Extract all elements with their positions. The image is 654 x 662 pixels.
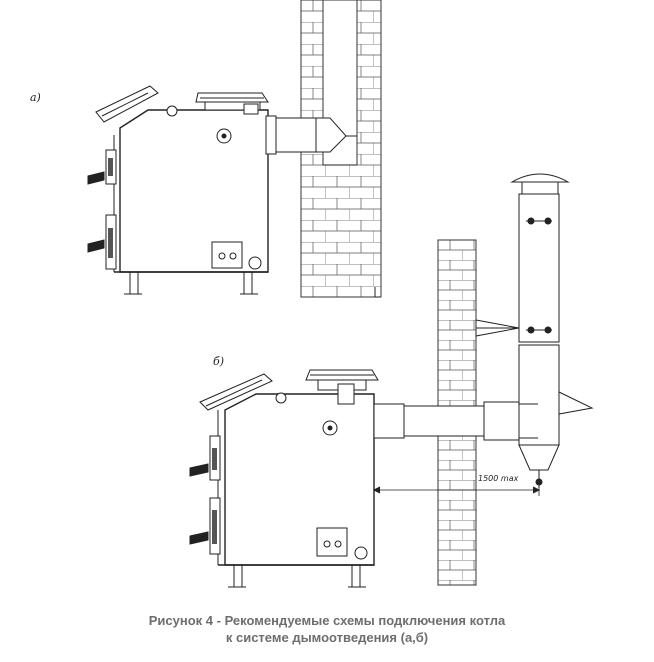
flue-pipe-b xyxy=(373,401,538,441)
caption-line-1: Рисунок 4 - Рекомендуемые схемы подключе… xyxy=(148,613,506,628)
diagram-label-b: б) xyxy=(213,355,225,368)
dimension-label: 1500 max xyxy=(478,474,519,483)
caption-line-2: к системе дымоотведения (а,б) xyxy=(225,630,429,645)
steel-chimney-b xyxy=(475,173,594,488)
boiler-chimney-diagram xyxy=(87,0,594,588)
diagram-label-a: а) xyxy=(30,91,41,104)
boiler-a xyxy=(87,85,277,295)
flue-pipe-a xyxy=(275,117,357,153)
figure-caption: Рисунок 4 - Рекомендуемые схемы подключе… xyxy=(0,612,654,646)
dimension-1500 xyxy=(372,484,541,496)
boiler-b xyxy=(189,369,379,588)
